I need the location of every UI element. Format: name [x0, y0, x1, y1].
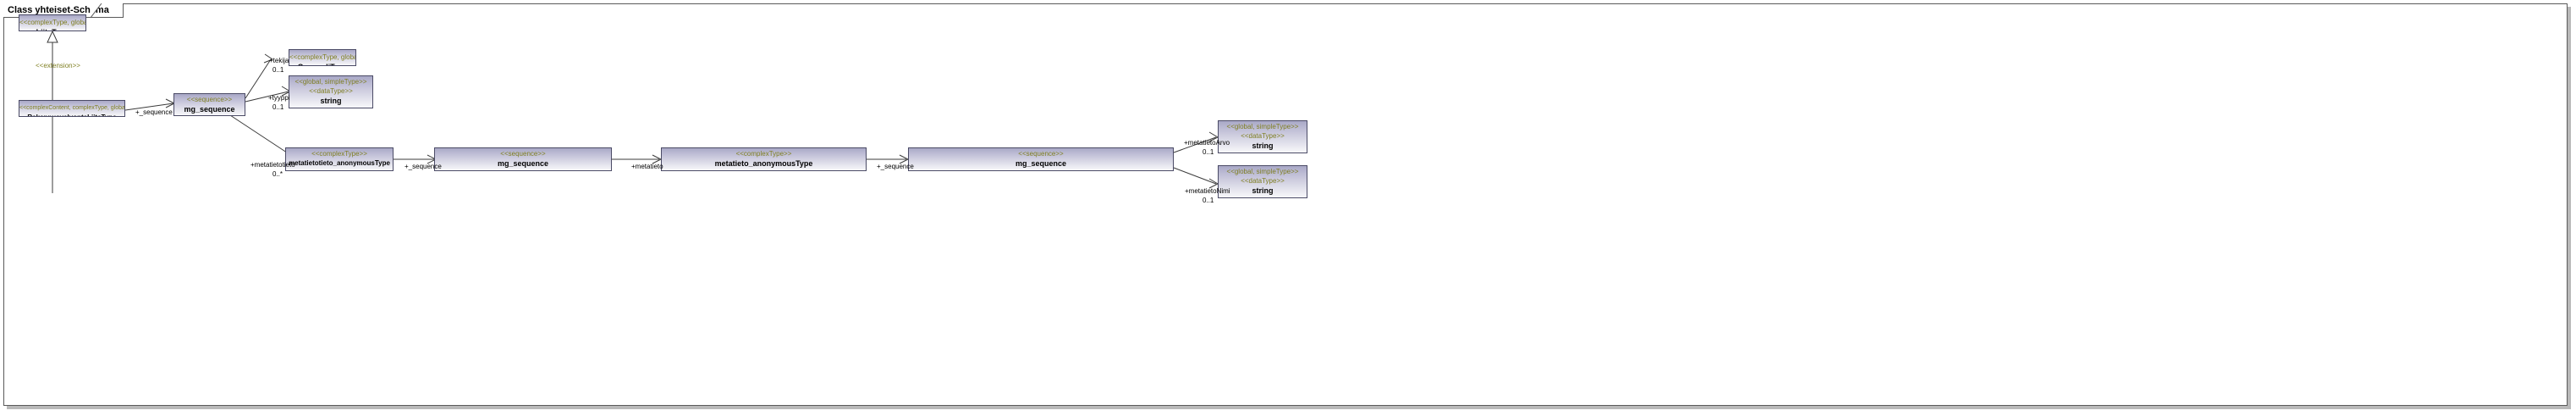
class-box-metatietotieto-anonymoustype[interactable]: <<complexType>> metatietotieto_anonymous… [285, 147, 394, 171]
class-package-label: (from Root::XSD Profile::XSDDatatypes) [289, 106, 372, 108]
class-name-label: metatietotieto_anonymousType [289, 159, 390, 167]
connector-mult-metatietotieto: 0..* [272, 170, 283, 178]
stereotype-label: <<complexContent, complexType, global>> [19, 105, 125, 111]
stereotype-label: <<global, simpleType>> [294, 78, 367, 86]
stereotype-label: <<complexType>> [311, 150, 367, 158]
stereotype-label: <<complexType, global>> [19, 19, 85, 26]
stereotype-label: <<global, simpleType>> [1226, 123, 1299, 130]
class-package-label: (from RakennusvalvontaLiiteType::mg_sequ… [909, 169, 1173, 170]
class-package-label: (from Root::XSD Profile::XSDDatatypes) [1219, 151, 1307, 153]
class-box-metatieto-anonymoustype[interactable]: <<complexType>> metatieto_anonymousType … [661, 147, 867, 171]
class-name-label: mg_sequence [184, 105, 235, 114]
connector-role-metatietotieto: +metatietotieto [250, 161, 295, 169]
class-name-label: string [320, 97, 342, 105]
stereotype-label: <<complexType, global>> [289, 53, 355, 61]
stereotype-label: <<sequence>> [500, 150, 546, 158]
stereotype-label: <<complexType>> [735, 150, 792, 158]
stereotype-label: <<sequence>> [1018, 150, 1064, 158]
class-box-mg-sequence-root[interactable]: <<sequence>> mg_sequence (from Rakennusv… [173, 93, 245, 116]
stereotype-label-2: <<dataType>> [309, 87, 353, 95]
connector-role-tyyppi: +tyyppi [268, 94, 290, 102]
stereotype-label: <<global, simpleType>> [1226, 168, 1299, 175]
connector-role-sequence-1: +_sequence [135, 108, 173, 116]
class-box-string-metatietoarvo[interactable]: <<global, simpleType>> <<dataType>> stri… [1218, 120, 1307, 153]
stereotype-label-2: <<dataType>> [1241, 177, 1285, 185]
class-name-label: metatieto_anonymousType [714, 159, 813, 168]
class-name-label: LiiteType [19, 27, 85, 31]
connector-role-metatietonimi: +metatietoNimi [1185, 187, 1230, 195]
class-name-label: mg_sequence [1015, 159, 1067, 168]
class-box-osapuolitype[interactable]: <<complexType, global>> OsapuoliType [289, 49, 356, 66]
connector-role-sequence-3: +_sequence [877, 163, 914, 170]
connector-mult-metatietoarvo: 0..1 [1203, 148, 1214, 156]
connector-role-tekija: +tekija [269, 57, 289, 64]
class-box-mg-sequence-metatietotieto[interactable]: <<sequence>> mg_sequence (from Rakennusv… [434, 147, 612, 171]
class-box-string-metatietonimi[interactable]: <<global, simpleType>> <<dataType>> stri… [1218, 165, 1307, 198]
class-name-label: string [1252, 141, 1274, 150]
frame-tab-corner [91, 3, 102, 19]
connector-mult-metatietonimi: 0..1 [1203, 197, 1214, 204]
class-package-label: (from RakennusvalvontaLiiteType::mg_sequ… [435, 169, 611, 170]
class-name-label: mg_sequence [497, 159, 549, 168]
class-package-label: (from RakennusvalvontaLiiteType) [174, 114, 245, 115]
class-box-liitetype[interactable]: <<complexType, global>> LiiteType [19, 14, 86, 31]
connector-role-sequence-2: +_sequence [405, 163, 442, 170]
connector-mult-tekija: 0..1 [272, 66, 284, 74]
connector-label-extension: <<extension>> [36, 62, 80, 69]
class-box-mg-sequence-metatieto[interactable]: <<sequence>> mg_sequence (from Rakennusv… [908, 147, 1174, 171]
class-name-label: OsapuoliType [289, 62, 355, 65]
class-package-label: (from RakennusvalvontaLiiteType::mg_sequ… [286, 169, 393, 170]
class-box-string-tyyppi[interactable]: <<global, simpleType>> <<dataType>> stri… [289, 75, 373, 108]
class-name-label: RakennusvalvontaLiiteType [19, 113, 124, 116]
stereotype-label: <<sequence>> [186, 96, 233, 103]
diagram-frame [3, 3, 2568, 406]
connector-role-metatietoarvo: +metatietoArvo [1184, 139, 1230, 147]
connector-role-metatieto: +metatieto [631, 163, 663, 170]
class-name-label: string [1252, 186, 1274, 195]
class-package-label: (from RakennusvalvontaLiiteType::mg_sequ… [662, 169, 866, 170]
class-package-label: (from Root::XSD Profile::XSDDatatypes) [1219, 196, 1307, 197]
frame-title: Class yhteiset-Schema [8, 4, 109, 15]
stereotype-label-2: <<dataType>> [1241, 132, 1285, 140]
class-box-rakennusvalvontaliitetype[interactable]: <<complexContent, complexType, global>> … [19, 100, 125, 117]
connector-mult-tyyppi: 0..1 [272, 103, 284, 111]
